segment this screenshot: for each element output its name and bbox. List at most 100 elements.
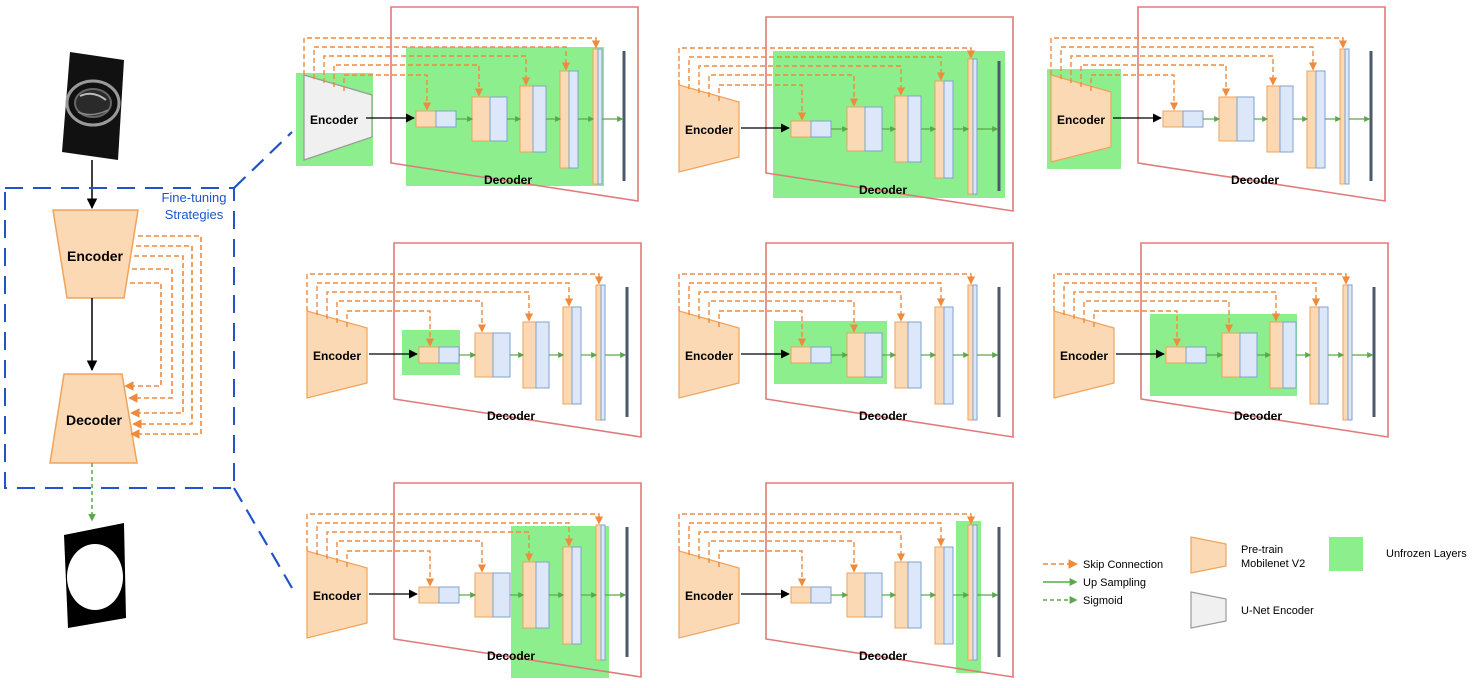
skip-feature-block	[1318, 306, 1329, 405]
skip-feature-block	[810, 346, 832, 364]
decoder-feature-block	[562, 546, 573, 645]
decoder-frame	[1137, 6, 1386, 202]
legend-sigmoid-label: Sigmoid	[1083, 595, 1123, 607]
skip-connection-arrow	[698, 291, 906, 322]
decoder-feature-block	[894, 561, 909, 629]
skip-feature-block	[1315, 70, 1326, 169]
decoder-frame	[390, 6, 639, 202]
left-encoder-block	[52, 209, 139, 299]
decoder-feature-block	[522, 561, 537, 629]
decoder-frame	[765, 482, 1014, 678]
legend: Skip Connection Up Sampling Sigmoid Pre-…	[1043, 536, 1467, 629]
ultrasound-input-image	[62, 52, 124, 160]
skip-feature-block	[1182, 110, 1204, 128]
skip-feature-block	[864, 332, 883, 378]
zoom-line-bottom	[233, 487, 293, 589]
decoder-frame	[1140, 242, 1389, 438]
decoder-feature-block	[1266, 85, 1281, 153]
decoder-label: Decoder	[859, 649, 907, 663]
skip-connection-arrow	[1063, 282, 1321, 315]
skip-feature-block	[535, 561, 550, 629]
legend-unfrozen-icon	[1329, 537, 1363, 571]
skip-feature-block	[492, 332, 511, 378]
legend-pretrain-label-2: Mobilenet V2	[1241, 558, 1305, 570]
skip-connection-arrow	[708, 540, 859, 573]
decoder-feature-block	[934, 306, 945, 405]
decoder-feature-block	[471, 96, 491, 142]
skip-connection-arrow	[678, 273, 976, 311]
decoder-label: Decoder	[859, 409, 907, 423]
skip-feature-block	[438, 586, 460, 604]
decoder-feature-block	[846, 106, 866, 152]
skip-feature-block	[600, 524, 606, 661]
skip-connection-arrow	[688, 522, 946, 555]
encoder-label: Encoder	[685, 123, 733, 137]
skip-feature-block	[489, 96, 508, 142]
skip-feature-block	[492, 572, 511, 618]
skip-connection-arrow	[718, 84, 807, 121]
skip-feature-block	[1347, 284, 1353, 421]
skip-feature-block	[532, 85, 547, 153]
skip-connection-arrow	[316, 522, 574, 555]
skip-feature-block	[810, 120, 832, 138]
skip-connection-arrow	[333, 64, 484, 97]
skip-connection-arrow	[1070, 55, 1278, 86]
decoder-feature-block	[967, 284, 974, 421]
skip-connection-arrow	[323, 55, 531, 86]
fine-tuning-label: Fine-tuning	[161, 190, 226, 205]
skip-feature-block	[864, 572, 883, 618]
left-decoder-label: Decoder	[66, 412, 123, 428]
skip-feature-block	[972, 58, 978, 195]
skip-feature-block	[943, 80, 954, 179]
decoder-feature-block	[519, 85, 534, 153]
decoder-feature-block	[1218, 96, 1238, 142]
skip-feature-block	[907, 95, 922, 163]
decoder-feature-block	[846, 332, 866, 378]
decoder-feature-block	[894, 95, 909, 163]
decoder-frame	[393, 482, 642, 678]
skip-connection-arrow	[1053, 273, 1351, 311]
skip-feature-block	[1282, 321, 1297, 389]
encoder-label: Encoder	[685, 349, 733, 363]
decoder-feature-block	[415, 110, 437, 128]
skip-connection-arrow	[678, 47, 976, 85]
skip-feature-block	[435, 110, 457, 128]
skip-connection-arrow	[718, 310, 807, 347]
encoder-label: Encoder	[313, 349, 361, 363]
left-skip-connections	[124, 235, 202, 439]
skip-feature-block	[1185, 346, 1207, 364]
skip-connection-arrow	[316, 282, 574, 315]
legend-skip-connection-label: Skip Connection	[1083, 559, 1163, 571]
skip-connection-arrow	[336, 300, 487, 333]
skip-feature-block	[600, 284, 606, 421]
decoder-feature-block	[562, 306, 573, 405]
decoder-feature-block	[967, 524, 974, 661]
skip-connection-arrow	[688, 282, 946, 315]
decoder-feature-block	[1221, 332, 1241, 378]
decoder-label: Decoder	[487, 649, 535, 663]
decoder-feature-block	[934, 546, 945, 645]
skip-feature-block	[1279, 85, 1294, 153]
decoder-feature-block	[595, 284, 602, 421]
skip-connection-arrow	[1093, 310, 1182, 347]
decoder-feature-block	[522, 321, 537, 389]
skip-connection-arrow	[1083, 300, 1234, 333]
decoder-frame	[765, 16, 1014, 212]
skip-connection-arrow	[343, 74, 432, 111]
skip-connection-arrow	[1090, 74, 1179, 111]
skip-connection-arrow	[1050, 37, 1348, 75]
decoder-feature-block	[559, 70, 570, 169]
skip-feature-block	[1344, 48, 1350, 185]
skip-feature-block	[972, 524, 978, 661]
encoder-label: Encoder	[313, 589, 361, 603]
skip-connection-arrow	[708, 300, 859, 333]
skip-feature-block	[907, 561, 922, 629]
